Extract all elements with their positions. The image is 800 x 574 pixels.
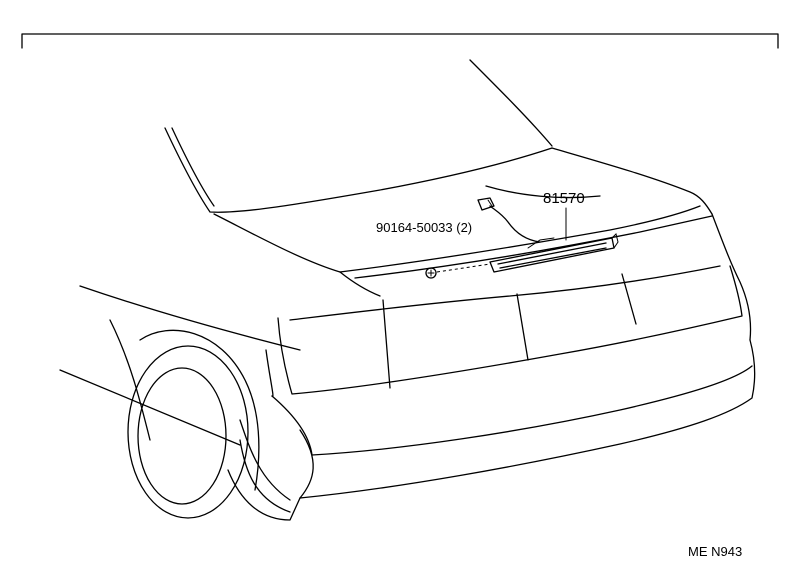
drawing-code: ME N943	[688, 544, 742, 559]
part-number-screw: 90164-50033 (2)	[376, 220, 472, 235]
frame-border	[21, 33, 779, 49]
car-body	[59, 59, 756, 501]
rear-wheel	[127, 329, 301, 521]
screw	[425, 263, 491, 279]
high-mount-stop-lamp	[477, 197, 619, 273]
part-number-brake-lamp: 81570	[543, 190, 585, 207]
